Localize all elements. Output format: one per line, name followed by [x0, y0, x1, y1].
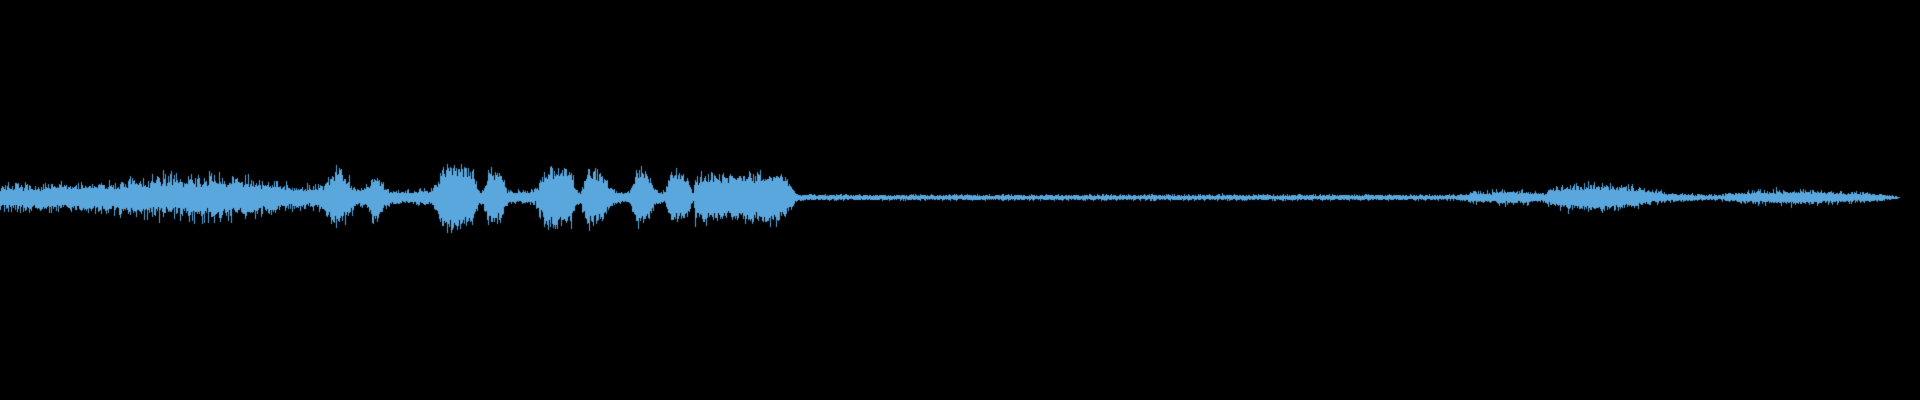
waveform-canvas[interactable]: [0, 0, 1920, 400]
waveform-display: [0, 0, 1920, 400]
